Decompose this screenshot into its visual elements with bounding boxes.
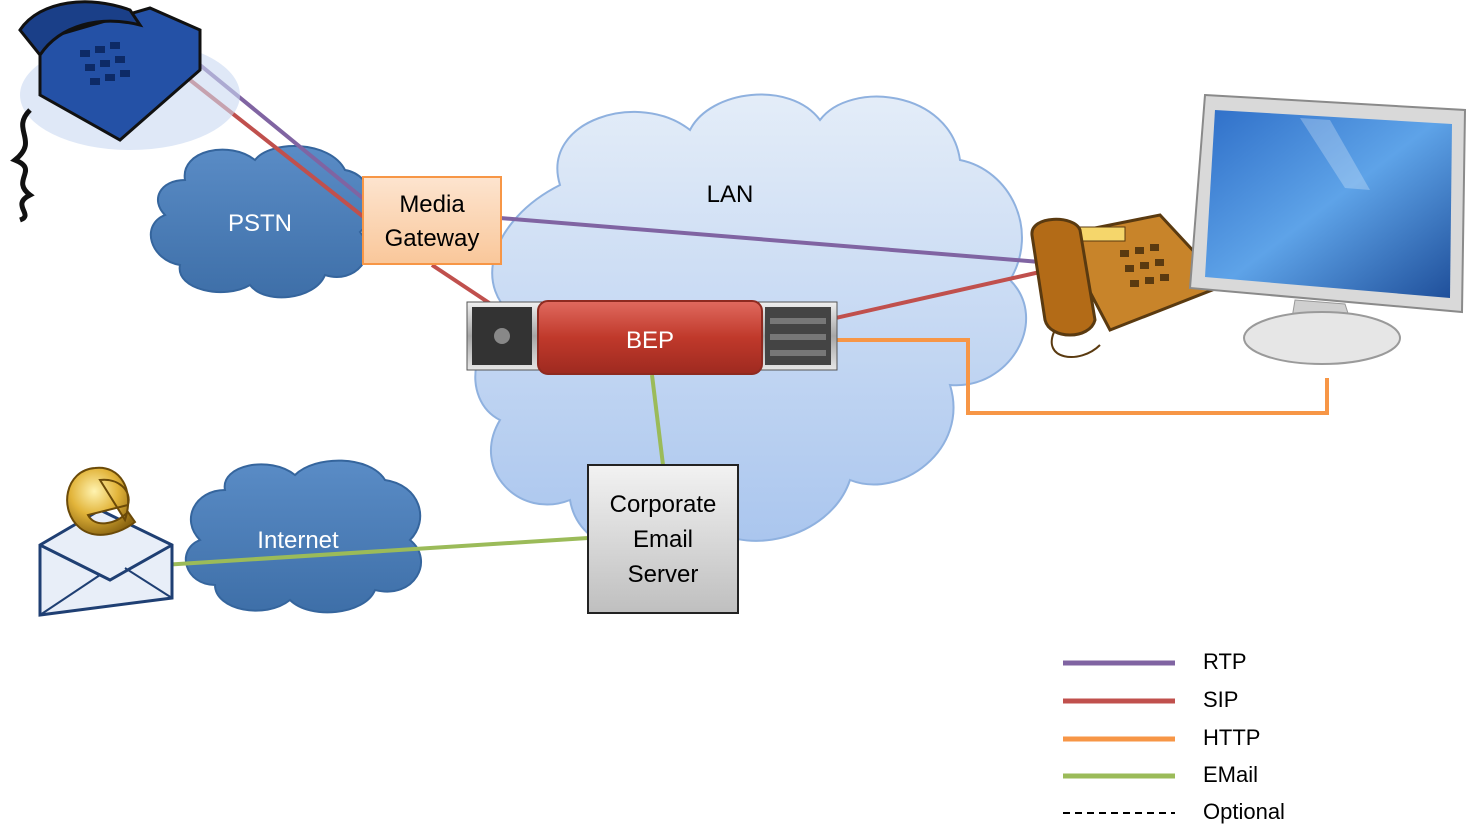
legend-label-email: EMail xyxy=(1203,762,1258,787)
legend: RTP SIP HTTP EMail Optional xyxy=(1063,649,1285,824)
legend-item-sip: SIP xyxy=(1063,687,1238,712)
legend-item-email: EMail xyxy=(1063,762,1258,787)
email-server-node: Corporate Email Server xyxy=(587,464,739,614)
email-server-label-line2: Email xyxy=(633,526,693,553)
legend-item-optional: Optional xyxy=(1063,799,1285,824)
legend-item-rtp: RTP xyxy=(1063,649,1247,674)
media-gateway-label-line1: Media xyxy=(399,191,465,218)
legend-item-http: HTTP xyxy=(1063,725,1260,750)
desk-phone-icon xyxy=(10,0,240,223)
email-icon xyxy=(38,466,174,617)
pstn-label: PSTN xyxy=(228,210,292,237)
media-gateway-label-line2: Gateway xyxy=(385,225,480,252)
legend-label-rtp: RTP xyxy=(1203,649,1247,674)
bep-label: BEP xyxy=(626,327,674,354)
legend-label-http: HTTP xyxy=(1203,725,1260,750)
email-server-label-line1: Corporate xyxy=(610,491,717,518)
email-client-server xyxy=(114,536,589,570)
legend-label-sip: SIP xyxy=(1203,687,1238,712)
ip-phone-icon xyxy=(1030,213,1228,358)
email-server-label-line3: Server xyxy=(628,561,699,588)
http-bep-monitor xyxy=(760,338,1329,415)
internet-label: Internet xyxy=(257,527,339,554)
rtp-gateway-ipphone xyxy=(499,216,1041,264)
bep-node: BEP xyxy=(537,300,763,375)
lan-label: LAN xyxy=(707,181,754,208)
legend-label-optional: Optional xyxy=(1203,799,1285,824)
email-bep-server xyxy=(650,374,665,466)
media-gateway-node: Media Gateway xyxy=(362,176,502,265)
monitor-icon xyxy=(1188,93,1467,365)
internet-cloud xyxy=(184,459,422,614)
pstn-cloud xyxy=(149,145,373,299)
